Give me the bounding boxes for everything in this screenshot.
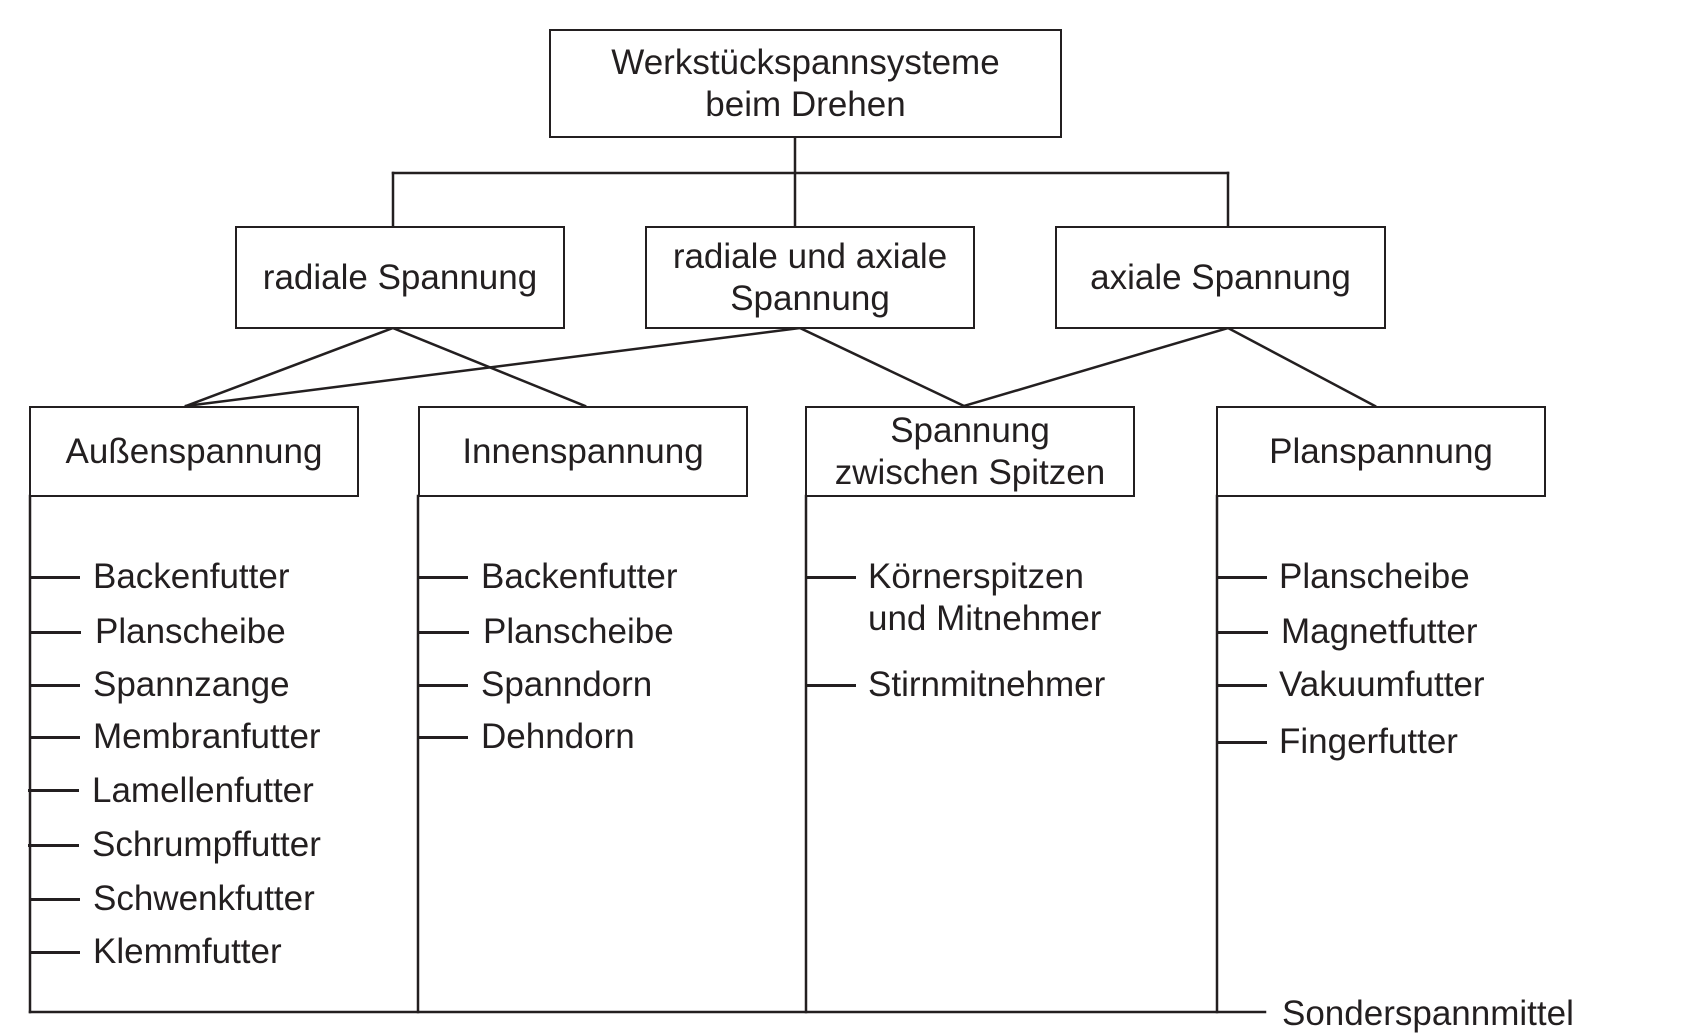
- connector-radialaxial-spitzen: [798, 326, 966, 408]
- list-tick: [1217, 684, 1267, 687]
- root-node: Werkstückspannsysteme beim Drehen: [549, 29, 1062, 138]
- list-item: Dehndorn: [481, 717, 635, 756]
- list-tick: [1217, 576, 1267, 579]
- list-tick: [418, 631, 469, 634]
- root-node-line-1: Werkstückspannsysteme: [611, 42, 1000, 82]
- list-tick: [806, 576, 856, 579]
- node-label-line-2: Spannung: [730, 278, 890, 318]
- connector-radial-aussen: [184, 326, 395, 408]
- list-item: Planscheibe: [1279, 557, 1470, 596]
- node-aussenspannung: Außenspannung: [29, 406, 359, 497]
- node-label: axiale Spannung: [1090, 257, 1351, 297]
- list-item: Fingerfutter: [1279, 722, 1458, 761]
- list-item-line-1: Körnerspitzen: [868, 557, 1084, 596]
- list-tick: [806, 684, 856, 687]
- list-tick: [30, 631, 81, 634]
- node-label: Außenspannung: [65, 431, 323, 471]
- node-label: Innenspannung: [462, 431, 704, 471]
- list-item-line-2: und Mitnehmer: [868, 599, 1102, 638]
- list-item: Schwenkfutter: [93, 879, 315, 918]
- list-item: Klemmfutter: [93, 932, 282, 971]
- list-tick: [30, 576, 80, 579]
- list-tick: [1217, 631, 1268, 634]
- list-tick: [1217, 741, 1267, 744]
- list-tick: [30, 684, 80, 687]
- node-label-line-1: radiale und axiale: [672, 236, 948, 276]
- list-item: Spanndorn: [481, 665, 653, 704]
- node-label-line-2: zwischen Spitzen: [834, 452, 1106, 492]
- list-tick: [28, 844, 79, 847]
- node-axiale-spannung: axiale Spannung: [1055, 226, 1386, 329]
- list-item: Membranfutter: [93, 717, 321, 756]
- list-item: Vakuumfutter: [1279, 665, 1485, 704]
- list-tick: [418, 684, 468, 687]
- connector-axial-plan: [1226, 326, 1377, 408]
- list-tick: [418, 576, 468, 579]
- node-radiale-spannung: radiale Spannung: [235, 226, 565, 329]
- list-tick: [28, 789, 79, 792]
- list-item: Backenfutter: [93, 557, 290, 596]
- list-item: Spannzange: [93, 665, 290, 704]
- list-tick: [30, 951, 80, 954]
- list-tick: [30, 898, 80, 901]
- list-item: Körnerspitzen und Mitnehmer: [868, 556, 1101, 640]
- node-label: radiale Spannung: [262, 257, 538, 297]
- list-item: Backenfutter: [481, 557, 678, 596]
- list-item: Magnetfutter: [1281, 612, 1478, 651]
- list-item: Lamellenfutter: [92, 771, 314, 810]
- node-radiale-und-axiale-spannung: radiale und axiale Spannung: [645, 226, 975, 329]
- node-spannung-zwischen-spitzen: Spannung zwischen Spitzen: [805, 406, 1135, 497]
- node-innenspannung: Innenspannung: [418, 406, 748, 497]
- connector-radialaxial-aussen: [184, 326, 802, 408]
- list-item: Planscheibe: [95, 612, 286, 651]
- list-tick: [418, 736, 468, 739]
- list-tick: [30, 736, 80, 739]
- list-item: Stirnmitnehmer: [868, 665, 1106, 704]
- list-item: Planscheibe: [483, 612, 674, 651]
- common-label-sonderspannmittel: Sonderspannmittel: [1282, 994, 1574, 1033]
- connector-axial-spitzen: [962, 326, 1230, 408]
- node-label-line-1: Spannung: [890, 410, 1050, 450]
- node-label: Planspannung: [1269, 431, 1493, 471]
- list-item: Schrumpffutter: [92, 825, 321, 864]
- root-node-line-2: beim Drehen: [705, 84, 906, 124]
- node-planspannung: Planspannung: [1216, 406, 1546, 497]
